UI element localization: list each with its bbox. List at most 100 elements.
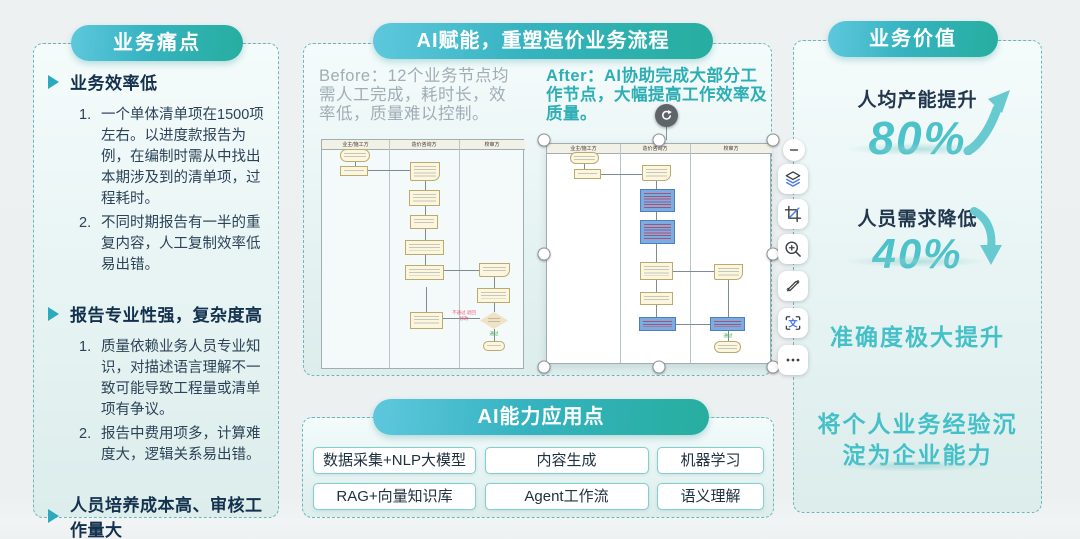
capability-panel-title: AI能力应用点 [373, 399, 709, 435]
pain-panel-title: 业务痛点 [71, 25, 243, 61]
flow-connector [494, 329, 495, 341]
after-flowchart-selection: 业主/施工方造价咨询方校审方通过 [537, 104, 780, 374]
flow-connector [443, 318, 480, 319]
stat-label-productivity: 人均产能提升 [857, 90, 978, 111]
capability-chip[interactable]: RAG+向量知识库 [313, 483, 476, 510]
minus-icon [789, 149, 799, 151]
flow-node-blue [710, 317, 745, 331]
crop-icon [784, 205, 802, 223]
pain-section: 报告专业性强，复杂度高质量依赖业务人员专业知识，对描述语言理解不一致可能导致工程… [46, 301, 266, 466]
more-button[interactable] [778, 345, 808, 375]
pain-section-heading: 人员培养成本高、审核工作量大 [70, 496, 263, 539]
shadow-ellipse [816, 140, 1019, 158]
flow-connector [656, 280, 657, 292]
swimlane-header: 造价咨询方 [620, 144, 690, 154]
rotate-handle-icon[interactable] [654, 104, 678, 127]
flow-connector [355, 162, 356, 166]
flow-connector [728, 331, 729, 341]
pain-panel: 业务痛点 业务效率低一个单体清单项在1500项左右。以进度款报告为例，在编制时需… [33, 25, 279, 539]
highlight-accuracy: 准确度极大提升 [830, 324, 1005, 350]
flow-node-box [409, 190, 440, 206]
flow-node-box [640, 292, 673, 305]
flow-connector [425, 255, 426, 265]
selection-handle[interactable] [652, 133, 665, 147]
before-description: Before：12个业务节点均需人工完成，耗时长，效率低，质量难以控制。 [319, 67, 509, 123]
ellipsis-icon [786, 358, 800, 362]
flow-connector [601, 174, 642, 175]
after-description: After：AI协助完成大部分工作节点，大幅提高工作效率及质量。 [546, 67, 767, 123]
flow-node-blue [639, 317, 676, 331]
capability-chip[interactable]: Agent工作流 [484, 483, 649, 510]
zoom-in-icon [785, 241, 801, 257]
swimlane-header: 造价咨询方 [389, 140, 459, 150]
swimlane-header: 校审方 [690, 144, 772, 154]
swimlane-divider [389, 140, 390, 368]
capability-panel: AI能力应用点 数据采集+NLP大模型内容生成机器学习 RAG+向量知识库 Age… [302, 399, 774, 518]
layers-icon [785, 171, 801, 187]
extract-text-button[interactable]: 文 [778, 308, 808, 338]
flow-node-doc [642, 165, 671, 181]
triangle-bullet-icon [48, 509, 59, 523]
selection-handle[interactable] [766, 133, 780, 147]
swimlane-divider [620, 144, 621, 363]
flow-connector [676, 324, 710, 325]
selection-handle[interactable] [652, 360, 665, 374]
pain-item: 不同时期报告有一半的重复内容，人工复制效率低易出错。 [79, 213, 261, 273]
flow-node-box [477, 288, 510, 303]
zoom-in-button[interactable] [778, 234, 808, 264]
swimlane-header: 校审方 [459, 140, 525, 150]
flow-node-box [340, 166, 368, 176]
pain-sections: 业务效率低一个单体清单项在1500项左右。以进度款报告为例，在编制时需从中找出本… [46, 69, 266, 539]
flow-connector [494, 277, 495, 288]
flow-node-box [574, 169, 601, 179]
flow-node-box [405, 240, 444, 255]
selection-handle[interactable] [537, 247, 551, 260]
flow-connector [728, 280, 729, 317]
before-flowchart-image[interactable]: 业主/施工方造价咨询方校审方不通过 退回修改通过 [321, 139, 525, 369]
flow-connector [425, 181, 426, 190]
stat-label-headcount: 人员需求降低 [857, 209, 978, 230]
crop-button[interactable] [778, 199, 808, 229]
flow-connector [656, 244, 657, 262]
magic-wand-icon [786, 279, 800, 292]
flow-connector [584, 164, 585, 169]
process-panel-title: AI赋能，重塑造价业务流程 [373, 23, 713, 59]
selection-handle[interactable] [537, 133, 551, 147]
collapse-toolbar-button[interactable] [783, 139, 805, 161]
process-panel: AI赋能，重塑造价业务流程 Before：12个业务节点均需人工完成，耗时长，效… [303, 23, 780, 376]
capability-chip[interactable]: 内容生成 [484, 447, 649, 474]
after-flowchart-image[interactable]: 业主/施工方造价咨询方校审方通过 [546, 143, 772, 364]
pain-section-heading: 业务效率低 [70, 74, 158, 93]
rotate-handle-stem [665, 127, 667, 140]
flow-connector [494, 303, 495, 312]
capability-chip[interactable]: 数据采集+NLP大模型 [313, 447, 476, 474]
layers-button[interactable] [778, 164, 808, 194]
flow-node-oval [714, 341, 741, 353]
swimlane-divider [459, 140, 460, 368]
flow-connector [425, 206, 426, 215]
capability-chip[interactable]: 机器学习 [657, 447, 764, 474]
pain-section: 人员培养成本高、审核工作量大造价准确性需要长期的从业经验累积。校审时存在大量数学… [46, 491, 266, 539]
triangle-bullet-icon [48, 74, 59, 89]
flow-node-blue [640, 220, 675, 244]
value-panel: 业务价值 人均产能提升 80% 人员需求降低 40% 准确度极大提升 将个人业务… [793, 21, 1042, 513]
flow-connector [673, 271, 714, 272]
capability-chip[interactable]: 语义理解 [657, 483, 764, 510]
value-panel-title: 业务价值 [828, 21, 998, 57]
magic-wand-button[interactable] [778, 271, 808, 301]
flow-connector [444, 270, 479, 271]
flow-node-oval [570, 152, 599, 164]
flow-node-doc [479, 263, 510, 277]
flow-node-oval [483, 341, 505, 351]
flow-node-dia [480, 312, 508, 329]
flow-node-doc [714, 264, 743, 280]
flow-node-glabel: 通过 [489, 331, 499, 336]
flow-node-box [640, 262, 673, 280]
shadow-ellipse [802, 458, 1023, 474]
flow-connector [426, 287, 427, 312]
swimlane-divider [690, 144, 691, 363]
flow-node-box [410, 312, 443, 329]
chip-row-1: 数据采集+NLP大模型内容生成机器学习 [313, 447, 764, 474]
selection-handle[interactable] [537, 360, 551, 374]
pain-section: 业务效率低一个单体清单项在1500项左右。以进度款报告为例，在编制时需从中找出本… [46, 69, 266, 276]
